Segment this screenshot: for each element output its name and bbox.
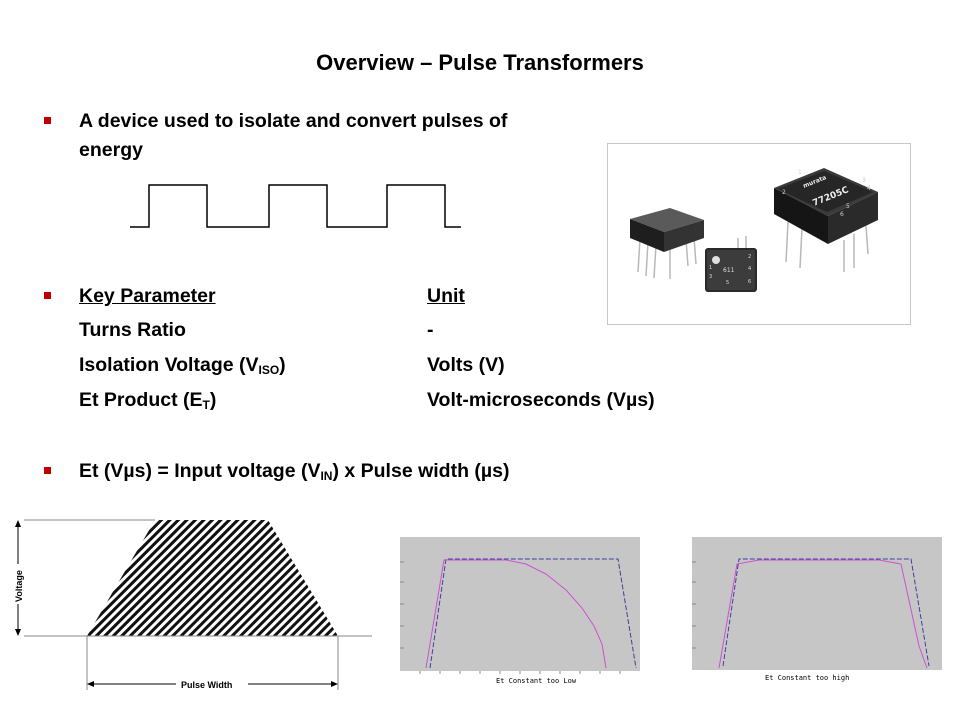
bullet-marker (44, 467, 51, 474)
pin-label: 5 (846, 203, 850, 210)
bullet1-line2: energy (79, 139, 143, 161)
et-too-high-plot: Et Constant too high (692, 537, 942, 682)
square-wave-diagram (130, 184, 461, 228)
unit-row-et: Volt-microseconds (Vµs) (427, 389, 655, 411)
large-transformer-icon: murata 77205C 3 4 5 6 1 2 (774, 168, 878, 272)
pin-label: 6 (748, 279, 751, 285)
param-header-param: Key Parameter (79, 282, 216, 311)
param-row-turns: Turns Ratio (79, 316, 186, 345)
unit-row-isolation: Volts (V) (427, 354, 505, 376)
transformer-photo: 611 2 5 1 3 4 6 murata 77205C 3 4 5 6 (607, 143, 911, 325)
param-name: Isolation Voltage (V (79, 354, 259, 376)
bullet1-text: A device used to isolate and convert pul… (79, 107, 507, 165)
response-curve (425, 559, 607, 669)
formula-text: Et (Vµs) = Input voltage (VIN) x Pulse w… (79, 457, 509, 491)
formula-post: ) x Pulse width (µs) (332, 460, 510, 482)
param-name: Et Product (E (79, 389, 203, 411)
x-axis-label: Pulse Width (181, 680, 232, 690)
param-tail: ) (209, 389, 217, 411)
pin-label: 2 (748, 254, 751, 260)
unit-row-turns: - (427, 319, 434, 341)
param-header-unit: Unit (427, 282, 465, 311)
medium-transformer-icon: 611 2 5 1 3 4 6 (705, 236, 757, 292)
ideal-pulse-line (429, 558, 637, 669)
y-axis-label: Voltage (14, 570, 24, 602)
pin-label: 1 (709, 265, 712, 271)
pin-label: 2 (782, 189, 786, 196)
response-curve (718, 559, 928, 669)
pin-label: 4 (867, 185, 871, 192)
part-label: 611 (723, 267, 735, 274)
param-row-et: Et Product (ET) (79, 386, 216, 420)
square-wave-line (130, 184, 461, 228)
formula-subscript: IN (320, 469, 333, 483)
pin-label: 6 (840, 211, 844, 218)
pin-label: 3 (709, 274, 712, 280)
param-subscript: T (202, 398, 210, 412)
bullet-marker (44, 117, 51, 124)
pin-label: 4 (748, 266, 751, 272)
slide-title: Overview – Pulse Transformers (316, 50, 644, 75)
plot-caption: Et Constant too Low (496, 677, 577, 685)
small-transformer-icon (630, 208, 704, 279)
et-area-diagram: Voltage Pulse Width (12, 519, 372, 690)
param-tail: ) (279, 354, 286, 376)
transformer-illustration: 611 2 5 1 3 4 6 murata 77205C 3 4 5 6 (630, 168, 878, 292)
bullet-marker (44, 292, 51, 299)
pin-label: 5 (726, 280, 729, 286)
bullet1-line1: A device used to isolate and convert pul… (79, 110, 508, 132)
hatched-area (87, 520, 338, 636)
param-header-label: Key Parameter (79, 285, 216, 307)
plot-caption: Et Constant too high (765, 674, 849, 682)
unit-header-label: Unit (427, 285, 465, 307)
param-row-isolation: Isolation Voltage (VISO) (79, 351, 286, 385)
et-too-low-plot: Et Constant too Low (400, 537, 640, 685)
formula-pre: Et (Vµs) = Input voltage (V (79, 460, 321, 482)
pin-label: 1 (798, 169, 802, 176)
pin-label: 3 (862, 177, 866, 184)
param-subscript: ISO (258, 363, 280, 377)
param-name: Turns Ratio (79, 319, 186, 341)
